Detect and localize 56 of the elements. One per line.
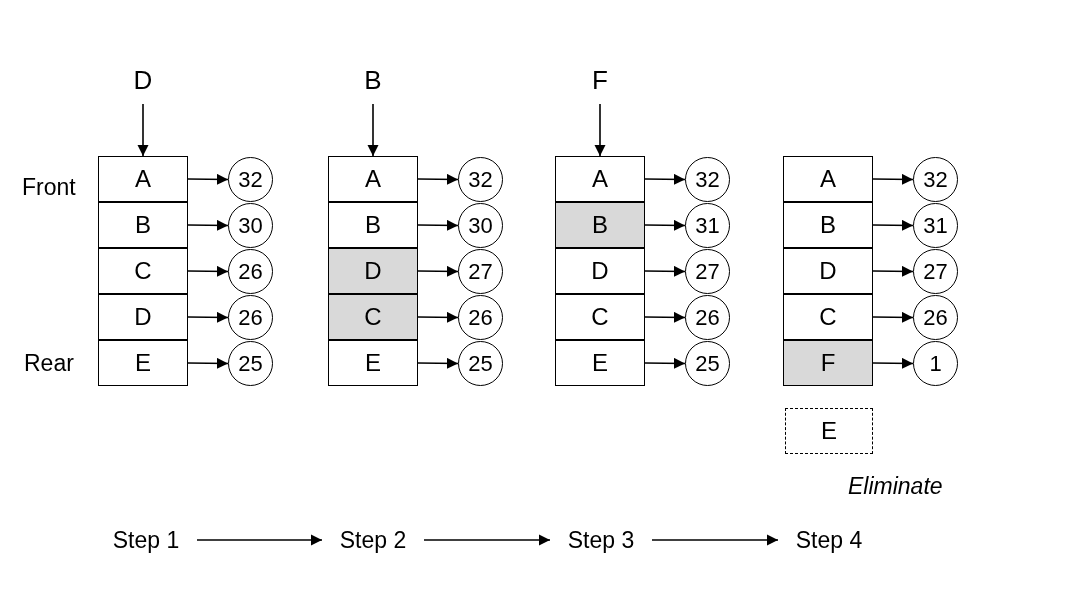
arrow [187,357,229,369]
queue-cell: C [555,294,645,340]
queue-cell: A [555,156,645,202]
arrow [367,103,379,157]
queue-cell: B [555,202,645,248]
arrow [651,534,779,546]
queue-cell: B [98,202,188,248]
step-label: Step 4 [786,524,872,556]
row-label: Front [22,173,76,202]
arrow [196,534,323,546]
step-label: Step 3 [558,524,644,556]
queue-cell: C [783,294,873,340]
queue-cell: D [783,248,873,294]
queue-cell: E [98,340,188,386]
queue-cell: F [783,340,873,386]
step-label: Step 1 [103,524,189,556]
arrow [644,219,686,231]
arrow [137,103,149,157]
arrow [187,311,229,323]
node-label: Eliminate [848,472,943,501]
queue-cell: C [328,294,418,340]
arrow [417,219,459,231]
queue-cell: E [328,340,418,386]
queue-cell: E [555,340,645,386]
arrow [187,173,229,185]
arrow [872,219,914,231]
arrow [417,357,459,369]
arrow [594,103,606,157]
queue-cell: A [328,156,418,202]
queue-cell: D [328,248,418,294]
arrow [872,265,914,277]
arrow [872,173,914,185]
arrow [187,219,229,231]
arrow [644,265,686,277]
input-letter: D [123,60,163,100]
queue-cell: D [98,294,188,340]
row-label: Rear [24,349,74,378]
arrow [872,357,914,369]
arrow [187,265,229,277]
queue-cell: A [98,156,188,202]
queue-cell: C [98,248,188,294]
queue-cell: B [783,202,873,248]
input-letter: B [353,60,393,100]
arrow [872,311,914,323]
arrow [644,173,686,185]
arrow [417,311,459,323]
arrow [417,265,459,277]
input-letter: F [580,60,620,100]
queue-cell: A [783,156,873,202]
step-label: Step 2 [330,524,416,556]
arrow [423,534,551,546]
queue-cell: D [555,248,645,294]
arrow [644,311,686,323]
arrow [417,173,459,185]
queue-cell: B [328,202,418,248]
arrow [644,357,686,369]
